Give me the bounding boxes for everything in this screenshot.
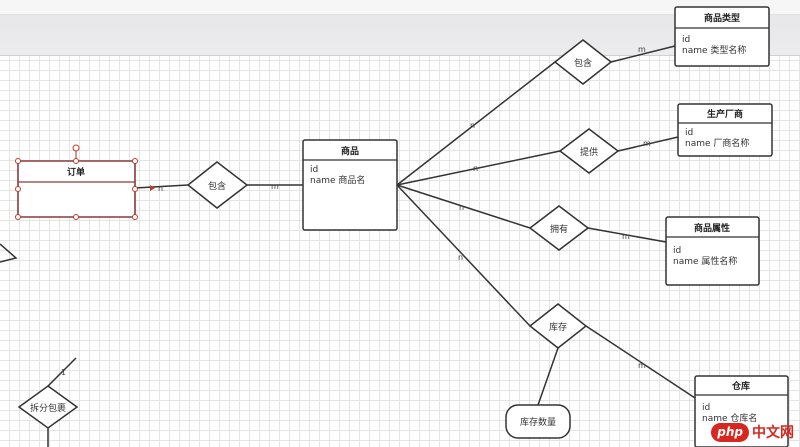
edge-product-supply[interactable] [396, 150, 561, 186]
rel-contains-category[interactable]: 包含 [553, 39, 613, 85]
watermark-logo: php [711, 422, 749, 442]
edge-stock-warehouse[interactable] [585, 325, 696, 399]
entity-product-title: 商品 [341, 145, 359, 157]
entity-manufacturer-field-1: id [685, 128, 693, 138]
card-stock-side: m [638, 361, 646, 370]
rotate-handle[interactable] [72, 144, 80, 152]
rel-own[interactable]: 拥有 [528, 205, 590, 251]
entity-manufacturer-title: 生产厂商 [707, 108, 743, 120]
entity-order-title: 订单 [67, 166, 85, 178]
site-watermark: php 中文网 [711, 421, 794, 443]
connector-arrow-icon [150, 185, 155, 191]
entity-warehouse-field-1: id [702, 403, 710, 413]
rel-split-package-label: 拆分包裹 [30, 402, 66, 414]
entity-manufacturer-field-2: name 厂商名称 [685, 137, 749, 149]
diagram-canvas[interactable] [0, 56, 800, 447]
edge-stock-quantity[interactable] [537, 347, 559, 406]
card-product-order: m [271, 182, 279, 191]
entity-warehouse-title: 仓库 [731, 380, 750, 392]
card-supply-product: n [473, 164, 478, 173]
entity-warehouse-field-2: name 仓库名 [702, 412, 757, 424]
entity-attribute-title: 商品属性 [694, 222, 730, 234]
entity-product[interactable]: 商品 id name 商品名 [302, 139, 398, 231]
partial-shape-left[interactable] [0, 243, 18, 263]
edge-contains-category[interactable] [610, 45, 676, 63]
rel-contains-category-label: 包含 [574, 57, 592, 69]
card-category-product: n [470, 121, 475, 130]
watermark-site: 中文网 [752, 425, 794, 441]
rel-contains-order[interactable]: 包含 [186, 161, 249, 209]
entity-category[interactable]: 商品类型 id name 类型名称 [674, 6, 770, 67]
edge-product-own[interactable] [396, 184, 531, 229]
entity-category-title: 商品类型 [704, 12, 740, 24]
entity-attribute-field-1: id [673, 246, 681, 256]
edge-own-attribute[interactable] [587, 227, 667, 243]
attr-stock-quantity-label: 库存数量 [520, 416, 556, 428]
card-category-side: m [638, 45, 646, 54]
edge-supply-manufacturer[interactable] [617, 136, 679, 152]
edge-split-top[interactable] [47, 357, 77, 387]
card-order-side: n [158, 184, 163, 193]
entity-product-field-2: name 商品名 [310, 174, 365, 186]
selection-handles[interactable] [15, 144, 138, 220]
entity-category-field-1: id [682, 35, 690, 45]
entity-order[interactable]: 订单 [15, 144, 138, 220]
toolbar [0, 0, 800, 56]
card-split-top: 1 [61, 368, 66, 377]
toolbar-top-strip [0, 0, 800, 15]
card-own-side: m [622, 232, 630, 241]
card-stock-product: n [458, 253, 463, 262]
card-own-product: n [459, 203, 464, 212]
entity-attribute[interactable]: 商品属性 id name 属性名称 [665, 216, 760, 286]
rel-split-package[interactable]: 拆分包裹 [17, 385, 79, 429]
rel-own-label: 拥有 [550, 223, 568, 235]
rel-contains-order-label: 包含 [208, 180, 226, 192]
edge-product-contains-category[interactable] [396, 61, 556, 186]
entity-category-field-2: name 类型名称 [682, 44, 746, 56]
entity-product-field-1: id [310, 165, 318, 175]
rel-stock-label: 库存 [549, 321, 567, 333]
rel-stock[interactable]: 库存 [528, 303, 588, 349]
rel-supply-label: 提供 [580, 146, 598, 158]
entity-manufacturer[interactable]: 生产厂商 id name 厂商名称 [677, 103, 773, 157]
card-supply-side: m [643, 139, 651, 148]
rel-supply[interactable]: 提供 [558, 128, 620, 174]
entity-attribute-field-2: name 属性名称 [673, 255, 737, 267]
edge-product-stock[interactable] [396, 184, 531, 327]
edge-order-contains[interactable] [134, 184, 189, 189]
attr-stock-quantity[interactable]: 库存数量 [505, 404, 571, 439]
